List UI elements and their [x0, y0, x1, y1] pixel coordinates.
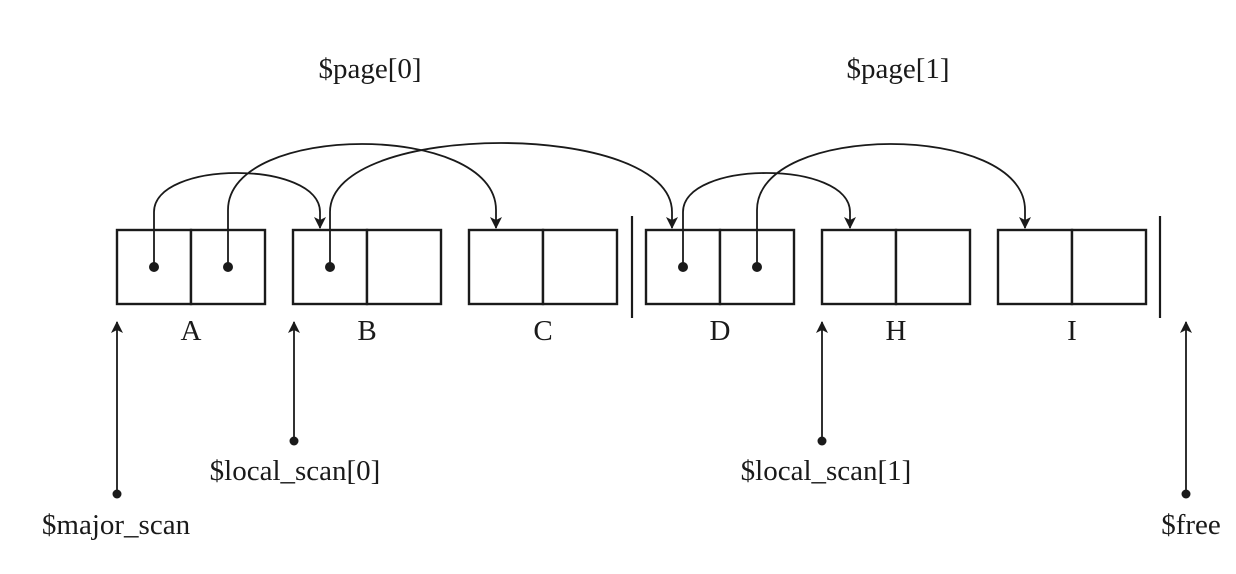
- node-h-right-cell: [894, 228, 972, 306]
- node-h-left-cell: [820, 228, 898, 306]
- node-a-label: A: [181, 315, 202, 347]
- local-scan-1-pointer: $local_scan[1]: [741, 321, 912, 487]
- major-scan-label: $major_scan: [42, 509, 191, 541]
- local-scan-0-pointer: $local_scan[0]: [210, 321, 381, 487]
- node-a: A: [115, 228, 267, 347]
- node-i: I: [996, 228, 1148, 347]
- node-b-label: B: [357, 315, 376, 347]
- node-b: B: [291, 228, 443, 347]
- local-scan-0-label: $local_scan[0]: [210, 455, 381, 487]
- node-d-label: D: [710, 315, 731, 347]
- edge-d-to-i: [756, 143, 1031, 267]
- edge-a-to-b: [153, 172, 326, 267]
- node-i-label: I: [1067, 315, 1077, 347]
- node-b-right-cell: [365, 228, 443, 306]
- node-i-left-cell: [996, 228, 1074, 306]
- edge-d-to-h: [682, 172, 856, 267]
- node-h-label: H: [886, 315, 907, 347]
- node-c-left-cell: [467, 228, 545, 306]
- major-scan-pointer: $major_scan: [42, 321, 191, 541]
- edge-a-to-c: [227, 143, 502, 267]
- local-scan-1-label: $local_scan[1]: [741, 455, 912, 487]
- page-1-label: $page[1]: [846, 53, 949, 85]
- node-d: D: [644, 228, 796, 347]
- page-0-label: $page[0]: [318, 53, 421, 85]
- node-c-right-cell: [541, 228, 619, 306]
- free-pointer: $free: [1161, 321, 1221, 541]
- node-i-right-cell: [1070, 228, 1148, 306]
- free-label: $free: [1161, 509, 1221, 541]
- edge-b-to-d: [329, 142, 678, 267]
- node-c: C: [467, 228, 619, 347]
- node-c-label: C: [533, 315, 552, 347]
- node-h: H: [820, 228, 972, 347]
